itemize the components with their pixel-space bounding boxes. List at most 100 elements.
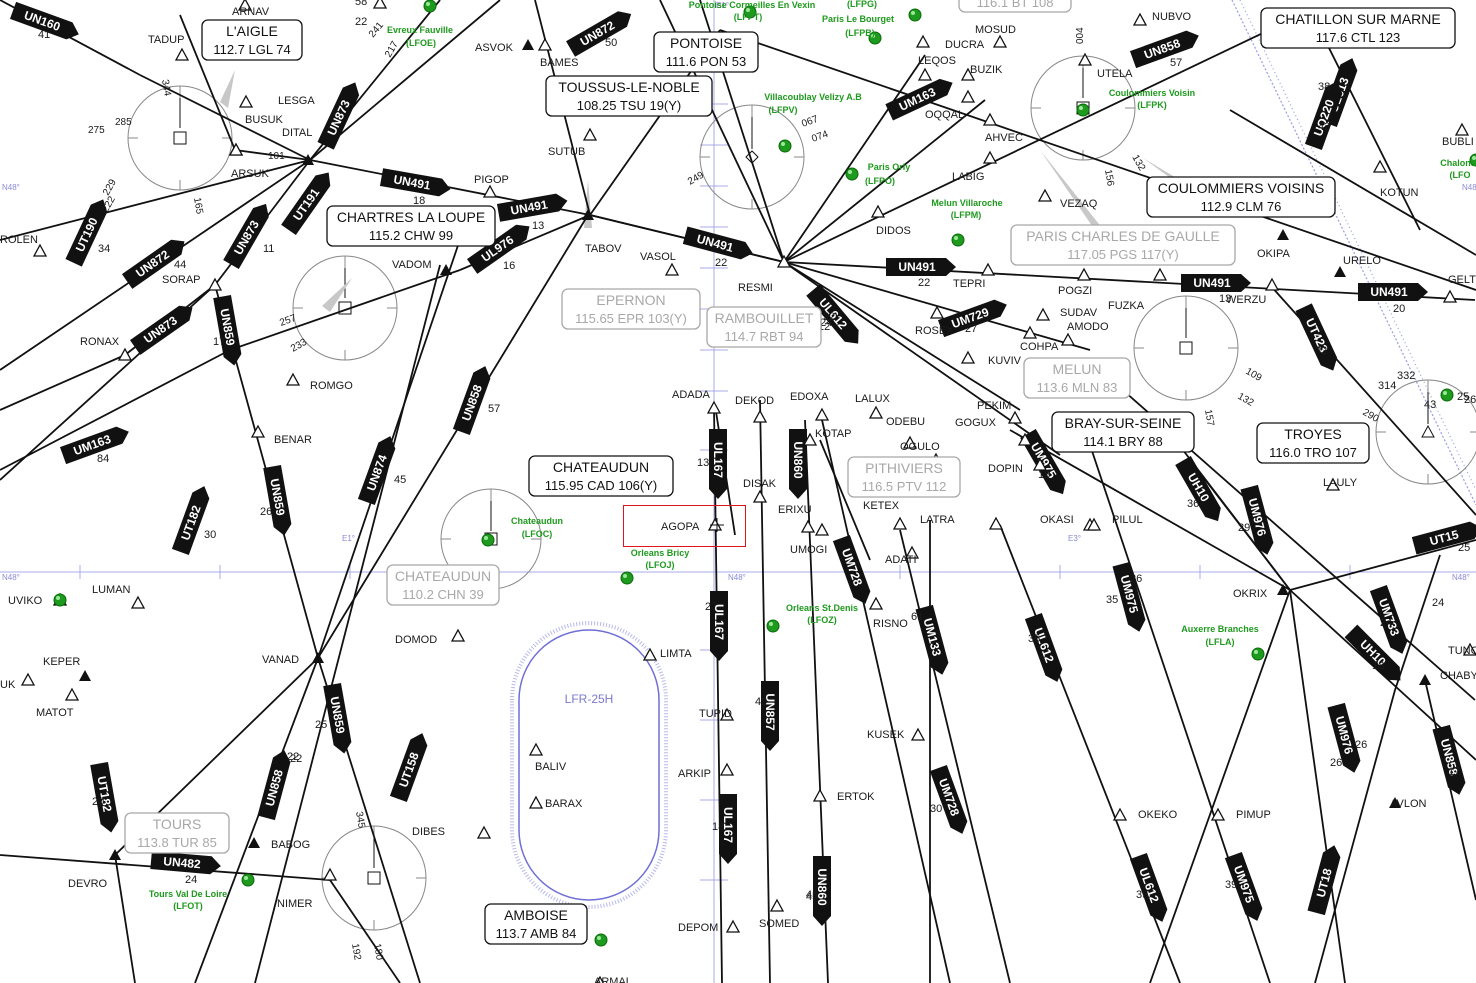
airway-segment[interactable]: [229, 269, 461, 351]
airway-segment[interactable]: [114, 854, 136, 983]
airway-segment[interactable]: [317, 214, 589, 659]
waypoint[interactable]: GOGUX: [955, 417, 1032, 446]
airport[interactable]: Coulommiers Voisin(LFPK): [1076, 88, 1195, 117]
waypoint[interactable]: ROMGO: [286, 373, 353, 392]
waypoint[interactable]: COHPA: [1020, 326, 1059, 353]
route-tag[interactable]: UM133: [915, 604, 952, 677]
route-tag[interactable]: UM163: [59, 423, 132, 465]
waypoint[interactable]: SORAP: [162, 274, 222, 291]
airway-segment[interactable]: [819, 439, 871, 561]
airport[interactable]: Orleans Bricy(LFOJ): [620, 548, 689, 585]
waypoint[interactable]: KUVIV: [961, 351, 1022, 367]
route-tag[interactable]: UN858: [257, 748, 294, 821]
route-tag[interactable]: UT182: [171, 483, 213, 556]
airports[interactable]: Evreux Fauville(LFOE)Pontoise Cormeilles…: [53, 0, 1476, 947]
waypoint[interactable]: LABIG: [952, 151, 997, 183]
route-tag[interactable]: UN858: [452, 363, 494, 436]
airway-segment[interactable]: [329, 879, 401, 983]
airport[interactable]: Paris Le Bourget(LFPB): [822, 14, 894, 45]
waypoint[interactable]: UMOGI: [790, 523, 829, 556]
route-tag[interactable]: UL167: [710, 591, 728, 661]
airway-segment[interactable]: [234, 149, 311, 161]
airway-segment[interactable]: [899, 529, 1011, 983]
airway-segment[interactable]: [1424, 679, 1476, 901]
waypoint[interactable]: ARSUK: [229, 143, 270, 180]
airway-segment[interactable]: [1394, 554, 1441, 691]
airway-segment[interactable]: [1189, 459, 1291, 591]
waypoint[interactable]: BALIV: [529, 743, 567, 773]
route-tag[interactable]: UN491: [1181, 274, 1251, 292]
waypoint[interactable]: KUSEK: [867, 728, 925, 741]
waypoint[interactable]: NIMER: [277, 868, 337, 910]
route-tag[interactable]: UN858: [1129, 27, 1202, 69]
route-tag[interactable]: UL612: [1024, 612, 1066, 685]
route-tag[interactable]: UN859: [213, 294, 243, 367]
route-tag[interactable]: UM163: [885, 75, 956, 121]
route-tag[interactable]: UT182: [90, 761, 120, 834]
waypoint[interactable]: MATOT: [36, 688, 79, 719]
airway-segment[interactable]: [783, 261, 1021, 411]
waypoint[interactable]: TUPID: [699, 708, 734, 721]
waypoint[interactable]: GELT: [1443, 274, 1476, 303]
route-tag[interactable]: UN873: [223, 199, 274, 269]
route-tag[interactable]: UN491: [886, 258, 956, 276]
waypoint[interactable]: OQQAL: [925, 90, 975, 121]
route-tag[interactable]: UM728: [929, 764, 971, 837]
airway-segment[interactable]: [1319, 29, 1421, 231]
airway-segment[interactable]: [0, 159, 311, 241]
airway-segment[interactable]: [1289, 589, 1346, 983]
waypoint[interactable]: LESGA: [239, 95, 315, 108]
airway-segment[interactable]: [783, 261, 1091, 351]
airway-segment[interactable]: [317, 209, 471, 659]
route-tag[interactable]: UN482: [150, 851, 221, 875]
waypoint[interactable]: LATRA: [920, 514, 1003, 530]
waypoint[interactable]: VASOL: [640, 251, 679, 276]
route-tag[interactable]: UN858: [1432, 724, 1469, 797]
waypoint[interactable]: SUTUB: [548, 128, 597, 158]
waypoint[interactable]: DIBES: [412, 826, 491, 839]
route-tag[interactable]: UN491: [1358, 283, 1428, 301]
waypoint[interactable]: AGOPA: [661, 518, 722, 533]
route-tag[interactable]: UN491: [496, 192, 569, 222]
waypoint[interactable]: DOMOD: [395, 629, 465, 646]
waypoint[interactable]: LIMTA: [643, 648, 692, 661]
airway-segment[interactable]: [1289, 539, 1476, 591]
route-tag[interactable]: UT423: [1295, 303, 1341, 374]
waypoint[interactable]: RESMI: [738, 255, 791, 294]
airport[interactable]: Paris Orly(LFPO): [845, 162, 910, 186]
waypoint[interactable]: OKIPA: [1257, 229, 1290, 260]
route-tag[interactable]: UT18: [1307, 843, 1344, 916]
route-tag[interactable]: UN872: [566, 6, 636, 57]
route-tag[interactable]: UL167: [719, 794, 737, 864]
waypoint[interactable]: KEPER: [43, 656, 91, 681]
waypoint[interactable]: OKASI: [1040, 514, 1097, 531]
airway-segment[interactable]: [1314, 689, 1396, 983]
airway-segment[interactable]: [194, 657, 319, 983]
waypoint[interactable]: ROSEX: [915, 306, 954, 337]
waypoint[interactable]: DITAL: [282, 127, 314, 165]
waypoint[interactable]: LEQOS: [918, 55, 956, 81]
waypoint[interactable]: PIMUP: [1211, 808, 1271, 821]
waypoint[interactable]: LAULY: [1323, 477, 1358, 491]
waypoint[interactable]: RONAX: [80, 336, 132, 361]
waypoint[interactable]: BENAR: [251, 425, 312, 446]
waypoint[interactable]: BUZIK: [961, 64, 1003, 81]
waypoint[interactable]: POGZI: [1058, 268, 1092, 297]
airport[interactable]: Auxerre Branches(LFLA): [1181, 624, 1265, 661]
waypoint[interactable]: RISNO: [869, 597, 908, 630]
